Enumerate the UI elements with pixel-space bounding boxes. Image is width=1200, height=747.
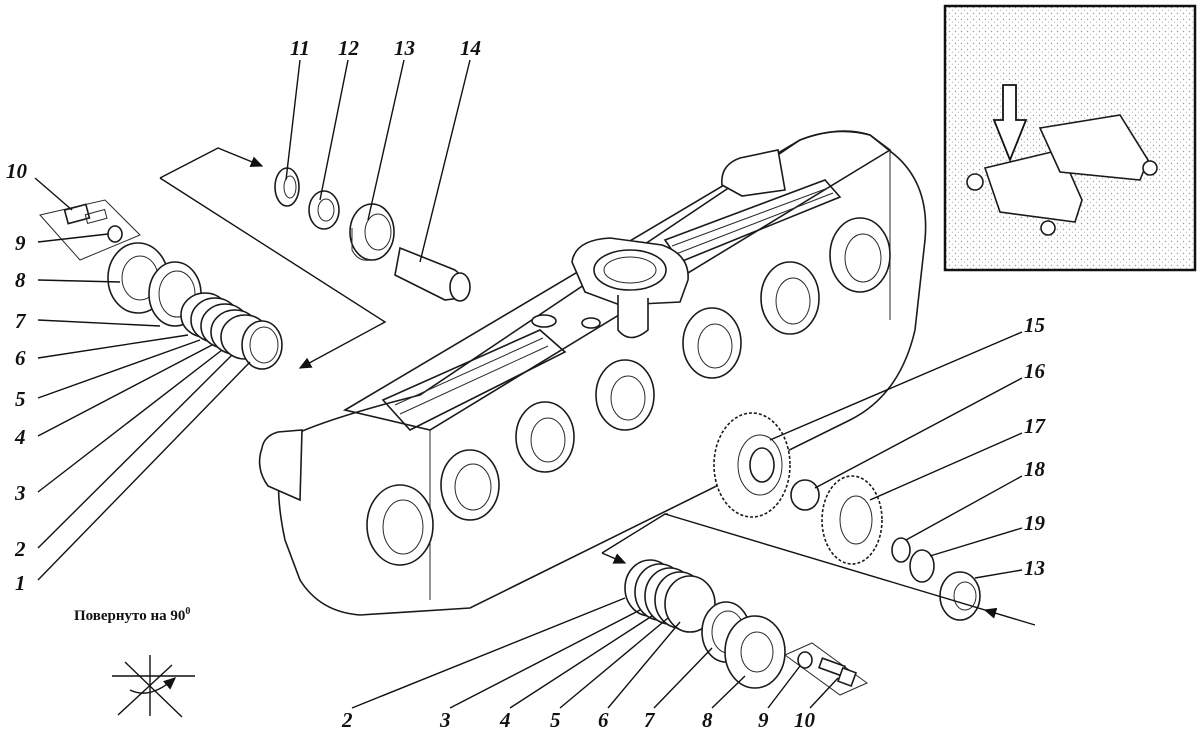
callout-6-left: 6: [15, 346, 26, 370]
callout-17: 17: [1024, 414, 1047, 438]
callout-2-bottom: 2: [341, 708, 353, 732]
bearing-bores: [366, 217, 891, 566]
callout-8-bottom: 8: [702, 708, 713, 732]
callout-13-right: 13: [1024, 556, 1045, 580]
right-parts-group: [713, 412, 981, 621]
callouts-left: 10 9 8 7 6 5 4 3 2 1: [6, 159, 28, 595]
rotation-note-text: Повернуто на 90: [74, 608, 186, 624]
callout-18: 18: [1024, 457, 1046, 481]
callouts-bottom: 2 3 4 5 6 7 8 9 10: [341, 708, 816, 732]
rotation-symbol-icon: [112, 655, 195, 718]
callout-10-left: 10: [6, 159, 28, 183]
arrow-icon: [992, 84, 1028, 163]
callout-5-left: 5: [15, 387, 26, 411]
callouts-right: 15 16 17 18 19 13: [1024, 313, 1047, 580]
rotation-note-degree: 0: [185, 606, 191, 617]
callout-4-left: 4: [14, 425, 26, 449]
callout-7-left: 7: [15, 309, 27, 333]
callout-15: 15: [1024, 313, 1045, 337]
callout-14: 14: [460, 36, 481, 60]
callout-19: 19: [1024, 511, 1046, 535]
left-parts-group: [39, 199, 283, 370]
callout-8-left: 8: [15, 268, 26, 292]
rotation-note: Повернуто на 900: [74, 606, 190, 625]
bottom-parts-group: [601, 513, 1036, 696]
callout-12: 12: [338, 36, 360, 60]
callout-5-bottom: 5: [550, 708, 561, 732]
housing: [258, 130, 927, 616]
callout-9-bottom: 9: [758, 708, 769, 732]
callout-13-top: 13: [394, 36, 415, 60]
callout-10-bottom: 10: [794, 708, 816, 732]
callout-3-left: 3: [14, 481, 26, 505]
callout-1-left: 1: [15, 571, 26, 595]
callout-9-left: 9: [15, 231, 26, 255]
callouts-top: 11 12 13 14: [290, 36, 481, 60]
callout-16: 16: [1024, 359, 1046, 383]
callout-4-bottom: 4: [499, 708, 511, 732]
callout-11: 11: [290, 36, 310, 60]
callout-3-bottom: 3: [439, 708, 451, 732]
inset-view: [943, 4, 1197, 272]
callout-7-bottom: 7: [644, 708, 656, 732]
callout-2-left: 2: [14, 537, 26, 561]
callout-6-bottom: 6: [598, 708, 609, 732]
leader-lines: [34, 59, 1023, 709]
